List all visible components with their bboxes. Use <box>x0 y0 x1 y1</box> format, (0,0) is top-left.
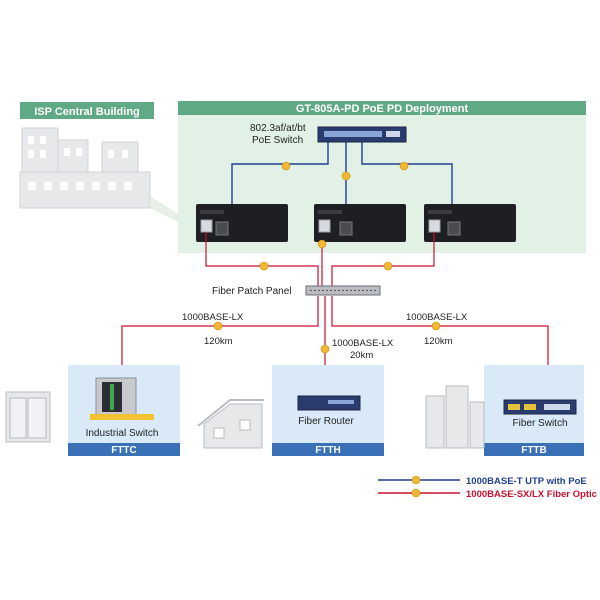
fiber-badges <box>213 239 441 354</box>
left-link-distance: 120km <box>204 336 233 347</box>
site-tag-fttc: FTTC <box>111 445 137 456</box>
legend-utp-label: 1000BASE-T UTP with PoE <box>466 476 587 487</box>
legend-utp-badge <box>411 475 421 485</box>
house-illustration <box>197 399 264 449</box>
pd-device-right <box>424 204 516 242</box>
left-link-type: 1000BASE-LX <box>182 312 244 323</box>
utp-badges <box>281 161 409 181</box>
fiber-switch-device <box>503 399 577 415</box>
isp-header-bar <box>20 102 154 119</box>
patch-panel-label: Fiber Patch Panel <box>212 286 292 297</box>
industrial-switch-device <box>90 377 154 420</box>
right-link-type: 1000BASE-LX <box>406 312 468 323</box>
street-cabinet-illustration <box>5 391 51 443</box>
isp-header-label: ISP Central Building <box>34 106 140 118</box>
pd-device-center <box>314 204 406 242</box>
site-device-label-fttc: Industrial Switch <box>86 428 159 439</box>
pd-device-left <box>196 204 288 242</box>
site-tag-bar-fttc <box>68 443 180 456</box>
fiber-router-device <box>297 395 361 411</box>
poe-switch-device <box>317 126 407 143</box>
legend-fiber-badge <box>411 488 421 498</box>
site-device-label-ftth: Fiber Router <box>298 416 354 427</box>
office-building-illustration <box>425 385 485 449</box>
center-link-distance: 20km <box>350 350 373 361</box>
right-link-distance: 120km <box>424 336 453 347</box>
deployment-title: GT-805A-PD PoE PD Deployment <box>296 103 469 115</box>
site-tag-bar-fttb <box>484 443 584 456</box>
legend: 1000BASE-T UTP with PoE 1000BASE-SX/LX F… <box>378 475 597 500</box>
isp-building-windows <box>28 136 132 190</box>
site-device-label-fttb: Fiber Switch <box>512 418 567 429</box>
fiber-patch-panel <box>305 285 381 296</box>
poe-switch-label-line1: 802.3af/at/bt <box>250 123 306 134</box>
legend-fiber-label: 1000BASE-SX/LX Fiber Optic <box>466 489 597 500</box>
center-link-type: 1000BASE-LX <box>332 338 394 349</box>
site-tag-ftth: FTTH <box>315 445 341 456</box>
deployment-header-bar <box>178 101 586 115</box>
poe-switch-label-line2: PoE Switch <box>252 135 303 146</box>
site-tag-fttb: FTTB <box>521 445 547 456</box>
site-tag-bar-ftth <box>272 443 384 456</box>
